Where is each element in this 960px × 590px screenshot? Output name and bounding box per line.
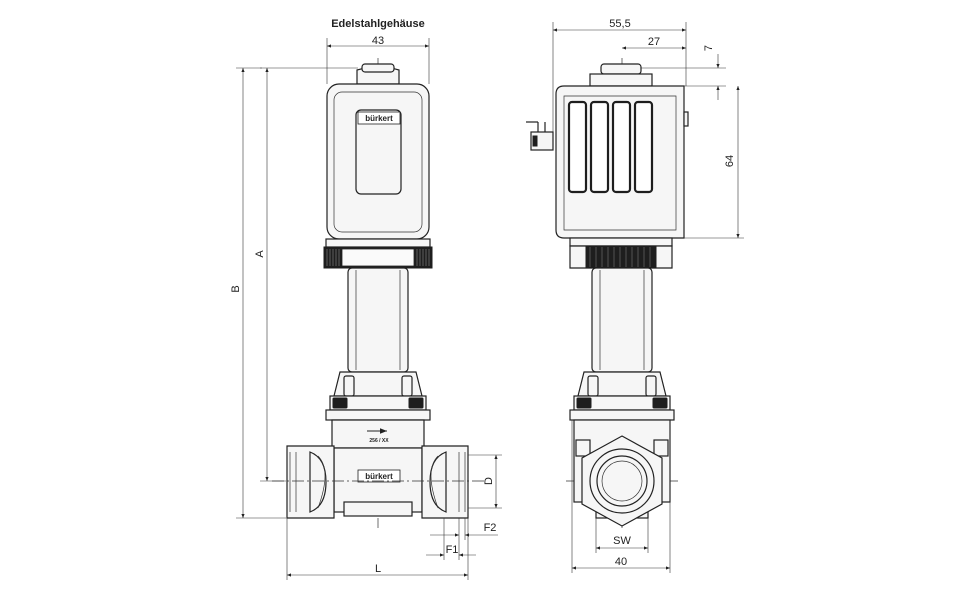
body-logo-plate — [357, 469, 401, 483]
body-bottom — [343, 501, 413, 517]
svg-text:43: 43 — [372, 35, 384, 47]
dim-55-5: 55,5 — [552, 18, 687, 132]
dim-sw: SW — [595, 518, 649, 553]
svg-text:A: A — [254, 250, 266, 258]
port-left-thread — [309, 451, 327, 513]
port-thread-circle — [596, 455, 648, 507]
port-right — [421, 445, 469, 519]
bolt-left — [332, 397, 348, 409]
bonnet-lower — [325, 409, 431, 421]
body-logo: bürkert — [365, 472, 393, 481]
svg-text:SW: SW — [613, 535, 631, 547]
hex-port — [581, 435, 663, 527]
dim-7: 7 — [641, 45, 726, 100]
svg-text:F1: F1 — [446, 544, 459, 556]
bolt-right — [408, 397, 424, 409]
dim-40: 40 — [571, 420, 671, 573]
dim-l: L — [286, 518, 469, 580]
dim-64: 64 — [684, 86, 744, 239]
side-collar-ring — [569, 237, 673, 247]
side-bonnet-lower — [569, 409, 675, 421]
side-knurl-band — [585, 245, 657, 269]
drawing-title: Edelstahlgehäuse — [331, 18, 425, 30]
svg-text:L: L — [375, 563, 381, 575]
svg-text:64: 64 — [724, 155, 736, 167]
coil-window — [355, 109, 402, 195]
side-armature-tube — [591, 267, 653, 373]
dim-a: A — [254, 67, 358, 482]
front-view: bürkert 256 / XX bürkert — [230, 35, 502, 580]
port-right-thread — [429, 451, 447, 513]
dim-f1: F1 — [426, 518, 476, 560]
svg-text:7: 7 — [703, 45, 715, 51]
side-view: 55,5 27 7 64 SW — [526, 18, 744, 573]
svg-text:D: D — [483, 477, 495, 485]
coil-logo-plate — [357, 111, 401, 125]
dim-43: 43 — [326, 35, 430, 84]
coil-housing — [326, 83, 430, 240]
knurled-nut-face — [341, 248, 415, 267]
side-clip — [683, 111, 689, 127]
port-outer-circle — [589, 448, 655, 514]
flow-mark: 256 / XX — [369, 438, 389, 444]
svg-text:27: 27 — [648, 36, 660, 48]
dim-f2: F2 — [430, 518, 498, 540]
side-top-nut — [600, 63, 642, 75]
dim-b: B — [230, 67, 286, 519]
armature-tube — [347, 267, 409, 373]
coil-inner-edge — [333, 91, 423, 233]
collar-ring — [325, 238, 431, 248]
knurl-lines — [326, 249, 430, 266]
coil-slots — [567, 100, 654, 194]
svg-text:F2: F2 — [484, 522, 497, 534]
svg-text:B: B — [230, 285, 242, 292]
svg-text:55,5: 55,5 — [609, 18, 630, 30]
svg-text:40: 40 — [615, 556, 627, 568]
side-top-nut-base — [589, 73, 653, 87]
dim-d: D — [468, 454, 502, 509]
dim-27: 27 — [622, 36, 686, 50]
top-nut-cap — [361, 63, 395, 73]
coil-logo: bürkert — [365, 114, 393, 123]
